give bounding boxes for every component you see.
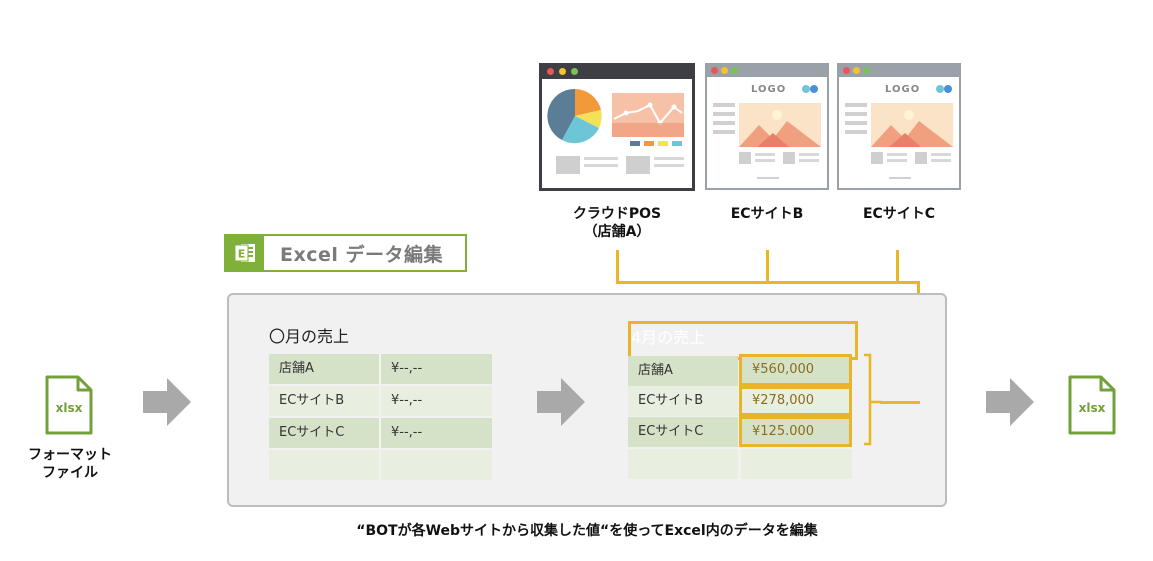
table-cell: ECサイトB	[269, 386, 379, 416]
table-cell: ECサイトB	[628, 386, 738, 416]
table-cell: ¥278,000	[739, 386, 852, 416]
minimize-dot-icon	[853, 67, 860, 74]
table-cell: ECサイトC	[269, 418, 379, 448]
ec-site-b-window: LOGO	[705, 63, 829, 190]
maximize-dot-icon	[731, 67, 738, 74]
connector-line	[616, 281, 920, 284]
table-cell: ¥125.000	[739, 416, 852, 447]
window-titlebar	[539, 63, 695, 79]
dashboard-graphic-icon	[542, 79, 692, 188]
excel-tag-title: Excel データ編集	[280, 240, 443, 267]
window-titlebar	[837, 63, 961, 77]
webpage-graphic-icon	[839, 77, 959, 189]
source-file-label-line2: ファイル	[14, 464, 126, 482]
excel-icon: E	[226, 236, 264, 270]
connector-line	[616, 250, 619, 282]
pos-label-line2: （店舗A）	[556, 223, 678, 241]
ec-b-label: ECサイトB	[710, 205, 824, 223]
connector-line	[896, 250, 899, 282]
output-xlsx-file-icon: xlsx	[1067, 374, 1117, 436]
table-cell	[741, 449, 852, 479]
table-cell	[269, 450, 379, 480]
connector-line	[880, 401, 920, 404]
svg-text:E: E	[238, 248, 246, 261]
arrow-right-icon	[143, 378, 193, 426]
pos-label-line1: クラウドPOS	[556, 205, 678, 223]
table-cell	[381, 450, 492, 480]
diagram-caption: “BOTが各Webサイトから収集した値“を使ってExcel内のデータを編集	[227, 520, 947, 540]
connector-line	[766, 250, 769, 282]
window-titlebar	[705, 63, 829, 77]
close-dot-icon	[547, 68, 554, 75]
webpage-graphic-icon	[707, 77, 827, 189]
arrow-right-icon	[986, 378, 1036, 426]
source-file-label: フォーマット ファイル	[14, 446, 126, 482]
file-ext: xlsx	[44, 401, 94, 415]
table-cell: ¥--,--	[381, 386, 492, 416]
maximize-dot-icon	[571, 68, 578, 75]
close-dot-icon	[843, 67, 850, 74]
minimize-dot-icon	[559, 68, 566, 75]
source-file-label-line1: フォーマット	[14, 446, 126, 464]
table-cell: ¥560,000	[739, 354, 852, 386]
arrow-right-icon	[537, 378, 587, 426]
file-ext: xlsx	[1067, 401, 1117, 415]
table-cell: 店舗A	[269, 354, 379, 384]
maximize-dot-icon	[863, 67, 870, 74]
table-cell: ECサイトC	[628, 417, 738, 447]
close-dot-icon	[711, 67, 718, 74]
table-cell	[628, 449, 738, 479]
table-cell: ¥--,--	[381, 354, 492, 384]
ec-site-c-window: LOGO	[837, 63, 961, 190]
pos-dashboard-window	[539, 63, 695, 191]
minimize-dot-icon	[721, 67, 728, 74]
template-table-header: 〇月の売上	[269, 322, 492, 352]
pos-label: クラウドPOS （店舗A）	[556, 205, 678, 241]
source-xlsx-file-icon: xlsx	[44, 374, 94, 436]
excel-edit-tag: E Excel データ編集	[224, 234, 467, 272]
table-cell: 店舗A	[628, 356, 738, 386]
ec-c-label: ECサイトC	[842, 205, 956, 223]
table-cell: ¥--,--	[381, 418, 492, 448]
